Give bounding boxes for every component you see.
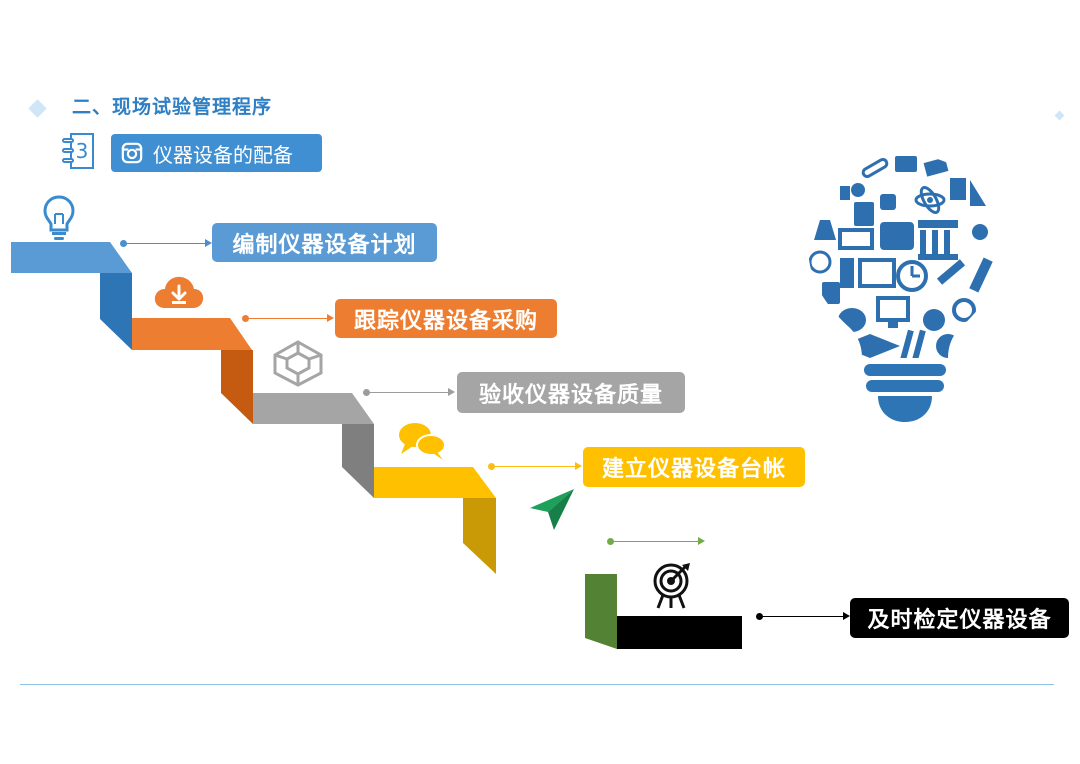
connector-arrow-4: [575, 462, 582, 470]
notebook-ring-icon: [62, 158, 74, 163]
section-label-text: 仪器设备的配备: [153, 142, 293, 167]
paper-plane-icon: [530, 489, 574, 530]
stair-step-3-top: [253, 393, 374, 424]
stair-step-3-riser: [342, 424, 374, 498]
connector-arrow-1: [205, 239, 212, 247]
stair-step-5-riser: [585, 574, 617, 649]
stair-step-1-riser: [100, 273, 132, 350]
lightbulb-icon: [43, 195, 75, 240]
connector-arrow-5a: [698, 537, 705, 545]
connector-arrow-2: [327, 314, 334, 322]
education-lightbulb-icon: [808, 156, 993, 422]
connector-arrow-3: [448, 388, 455, 396]
section-label: 仪器设备的配备: [111, 134, 322, 172]
stair-step-2-riser: [221, 350, 253, 424]
cube-outline-icon: [273, 340, 323, 387]
page-title: 二、现场试验管理程序: [72, 96, 273, 118]
connector-line-5: [762, 616, 844, 617]
notebook-ring-icon: [62, 138, 74, 143]
connector-line-2: [248, 318, 328, 319]
camera-icon: [121, 142, 143, 164]
connector-line-4: [494, 466, 576, 467]
target-icon: [653, 563, 690, 609]
step-2-label: 跟踪仪器设备采购: [335, 299, 557, 338]
stair-step-4-top: [374, 467, 496, 498]
step-3-label: 验收仪器设备质量: [457, 372, 685, 413]
connector-dot-3: [363, 389, 370, 396]
connector-line-1: [126, 243, 206, 244]
step-5-label: 及时检定仪器设备: [850, 598, 1069, 638]
stair-step-1-top: [11, 242, 132, 273]
connector-dot-5a: [607, 538, 614, 545]
decor-diamond-left: [28, 99, 47, 118]
stair-step-4-riser: [463, 498, 496, 574]
connector-dot-4: [488, 463, 495, 470]
connector-arrow-5: [843, 612, 850, 620]
staircase-diagram: [11, 242, 742, 649]
cloud-download-icon: [154, 276, 204, 308]
bottom-divider: [20, 684, 1054, 685]
chat-bubbles-icon: [399, 423, 446, 460]
connector-line-5a: [613, 541, 699, 542]
connector-line-3: [369, 392, 449, 393]
connector-dot-5: [756, 613, 763, 620]
stair-step-2-top: [132, 318, 252, 350]
stair-step-5-top: [617, 616, 742, 649]
step-1-label: 编制仪器设备计划: [212, 223, 437, 262]
section-number-badge: 3: [58, 131, 96, 171]
connector-dot-1: [120, 240, 127, 247]
connector-dot-2: [242, 315, 249, 322]
notebook-ring-icon: [62, 148, 74, 153]
decor-diamond-right: [1054, 110, 1065, 121]
step-4-label: 建立仪器设备台帐: [583, 447, 805, 487]
